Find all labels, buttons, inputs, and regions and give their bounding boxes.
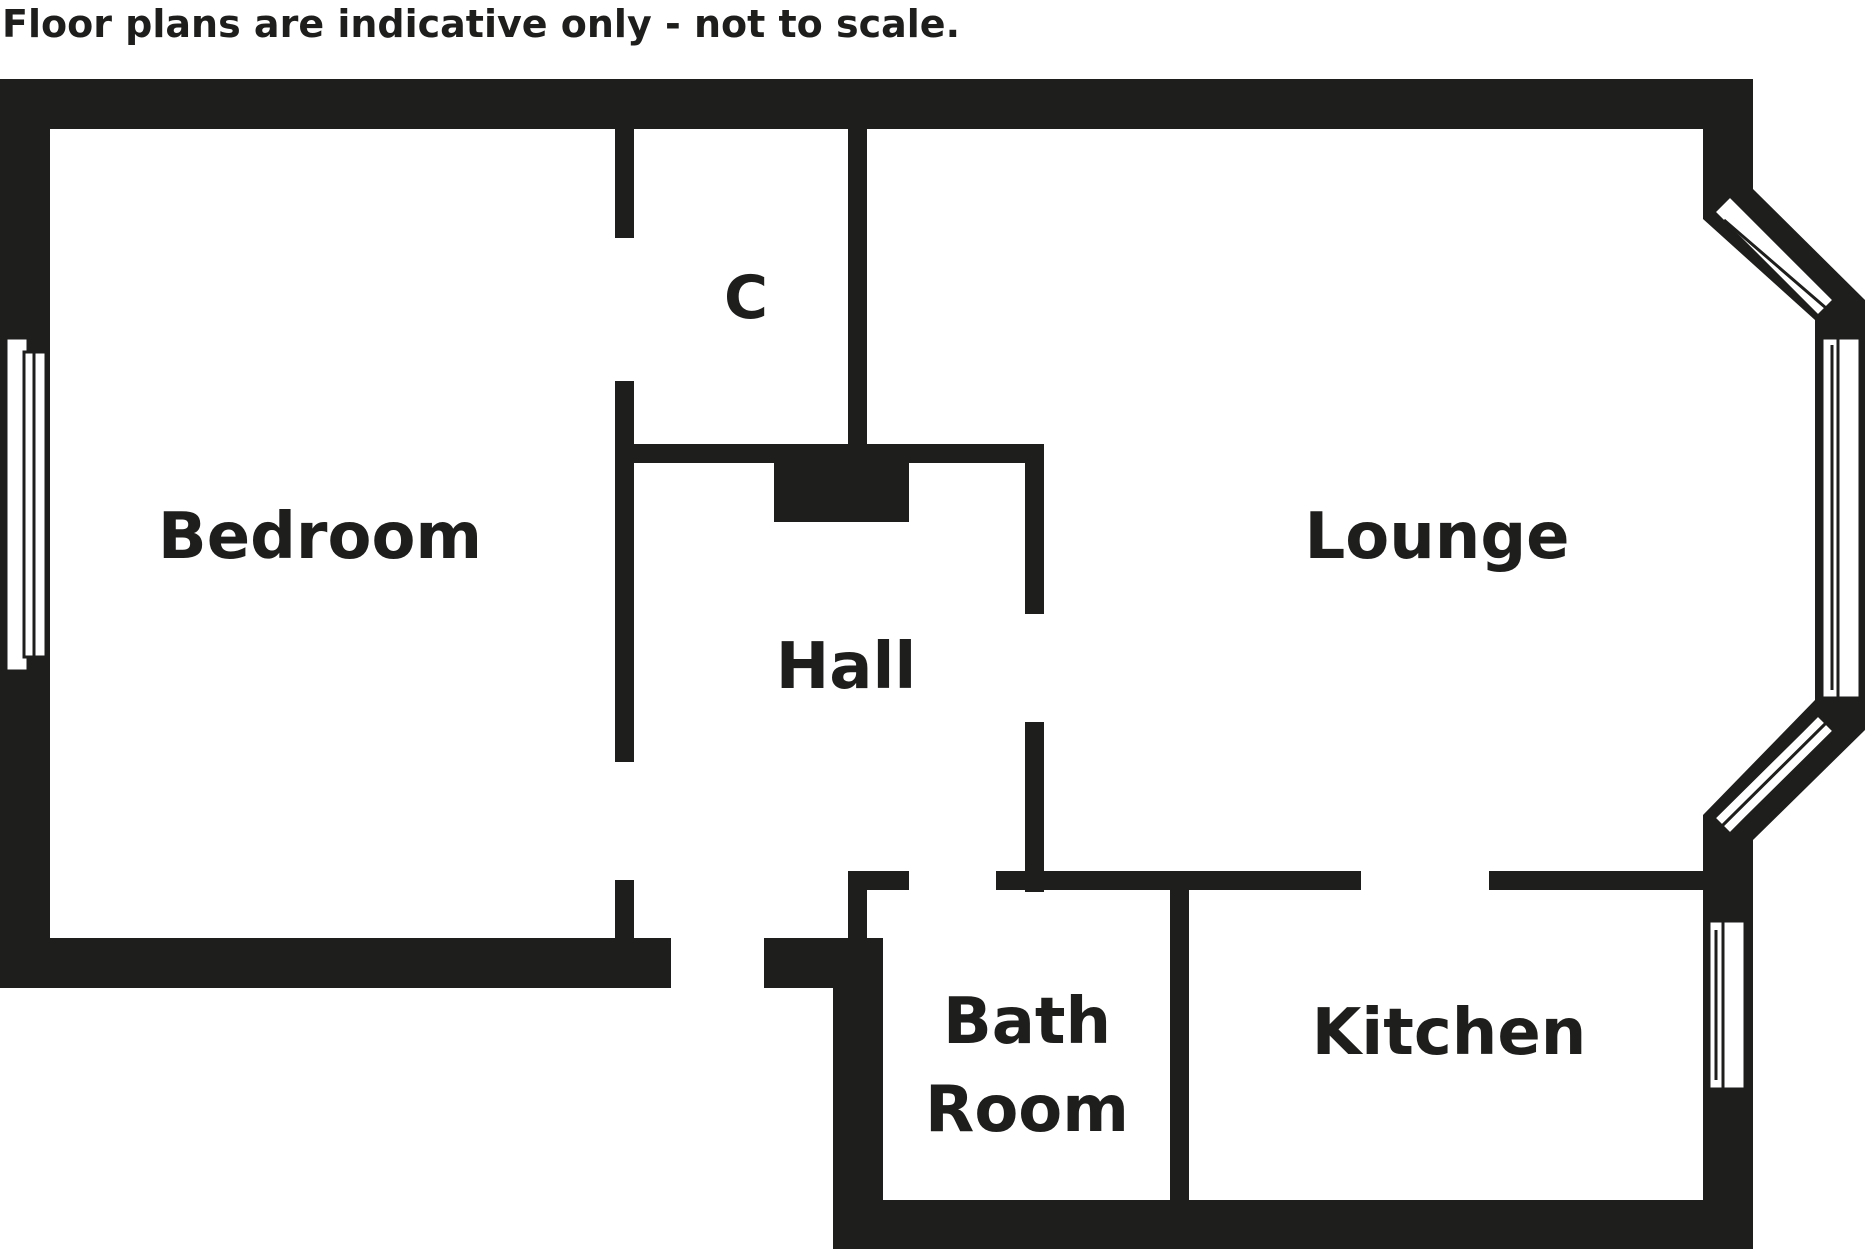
room-label-bathroom-line1: Bath <box>943 985 1111 1059</box>
wall-hall-lounge-bottom <box>1025 722 1044 892</box>
wall-bottom <box>833 1200 1753 1249</box>
wall-bedroom-bottom <box>0 938 671 988</box>
room-label-kitchen: Kitchen <box>1312 996 1587 1070</box>
room-label-lounge: Lounge <box>1304 500 1569 574</box>
wall-bath-kitchen-divider <box>1170 871 1189 1205</box>
room-label-bathroom-line2: Room <box>925 1073 1129 1147</box>
wall-top <box>0 79 1752 129</box>
wall-kitchen-top-right <box>1489 871 1709 890</box>
wall-bedroom-partition-top <box>615 125 634 238</box>
wall-bath-left <box>833 938 883 1249</box>
wall-bedroom-partition-mid <box>615 381 634 762</box>
wall-hall-lounge-top <box>1025 444 1044 614</box>
wall-bath-left-stub <box>848 871 867 941</box>
window-bay-upper <box>1711 193 1837 319</box>
room-label-hall: Hall <box>776 630 917 704</box>
room-label-cupboard: C <box>724 263 768 333</box>
disclaimer-text: Floor plans are indicative only - not to… <box>2 2 961 46</box>
window-kitchen <box>1707 919 1747 1091</box>
wall-cupboard-right <box>848 125 867 445</box>
chimney-breast <box>774 444 909 522</box>
room-label-bedroom: Bedroom <box>158 500 482 574</box>
window-bay-right <box>1820 336 1862 700</box>
window-bedroom <box>4 336 48 673</box>
windows <box>4 193 1862 1091</box>
window-bay-lower <box>1711 712 1837 837</box>
wall-bedroom-partition-bottom <box>615 880 634 940</box>
